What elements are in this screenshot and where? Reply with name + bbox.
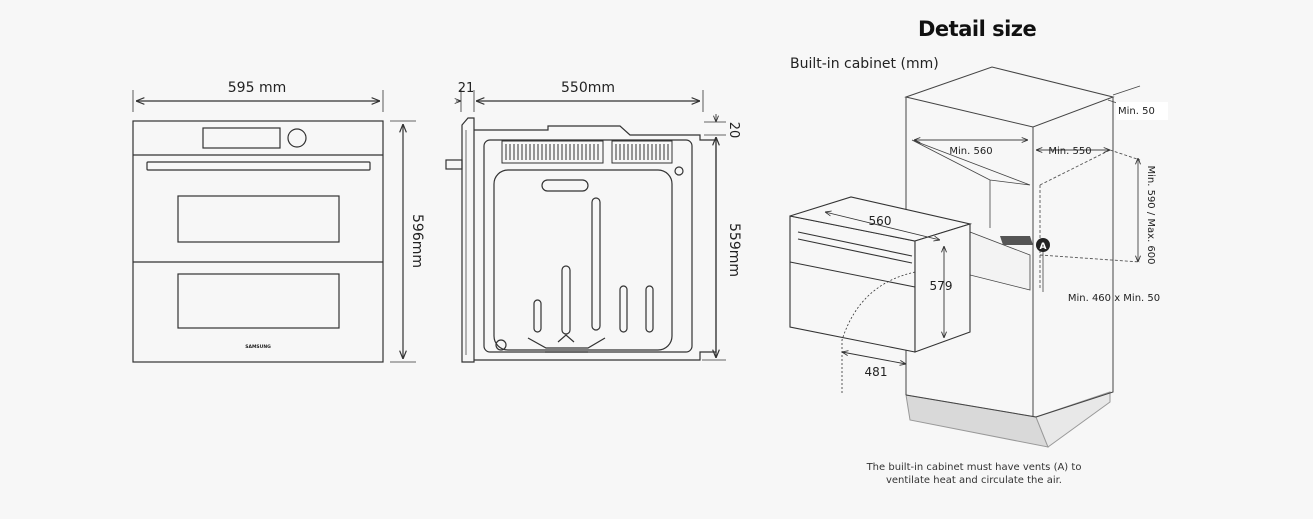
min-max-height-label: Min. 590 / Max. 600 [1145, 165, 1156, 264]
top-gap-label: 20 [726, 122, 741, 139]
oven-front-outline [132, 120, 384, 363]
vent-note-line1: The built-in cabinet must have vents (A)… [866, 462, 1082, 473]
side-height-label: 559mm [726, 223, 742, 277]
front-height-label: 596mm [409, 214, 425, 268]
control-display [202, 127, 281, 149]
min-depth-label: Min. 550 [1048, 146, 1091, 157]
section-subtitle: Built-in cabinet (mm) [790, 56, 939, 72]
brand-logo: SAMSUNG [245, 344, 271, 350]
vent-note-line2: ventilate heat and circulate the air. [885, 475, 1062, 486]
front-view [132, 90, 416, 363]
oven-door-label: 481 [865, 365, 888, 379]
cabinet-top [904, 66, 1115, 128]
lower-door-window [177, 273, 340, 329]
cavity-outline [493, 169, 673, 351]
control-knob [287, 128, 307, 148]
vent-size-label: Min. 460 x Min. 50 [1068, 293, 1160, 304]
vent-a-label: A [1040, 242, 1047, 252]
min-width-label: Min. 560 [949, 146, 992, 157]
oven-3d [789, 196, 973, 395]
side-depth-label: 550mm [561, 80, 615, 96]
page-title: Detail size [918, 17, 1037, 41]
side-front-panel [461, 117, 475, 363]
vent-a-marker [1036, 238, 1050, 252]
side-body [474, 125, 717, 361]
cabinet-plinth [905, 394, 1049, 448]
vent-note: The built-in cabinet must have vents (A)… [840, 461, 1108, 487]
front-thickness-label: 21 [458, 81, 475, 96]
min-top-label: Min. 50 [1118, 106, 1155, 117]
side-view [445, 90, 726, 363]
upper-door-window [177, 195, 340, 243]
oven-width-label: 560 [869, 214, 892, 228]
front-width-label: 595 mm [228, 80, 286, 96]
oven-height-label: 579 [930, 279, 953, 293]
cabinet-3d [904, 66, 1140, 448]
